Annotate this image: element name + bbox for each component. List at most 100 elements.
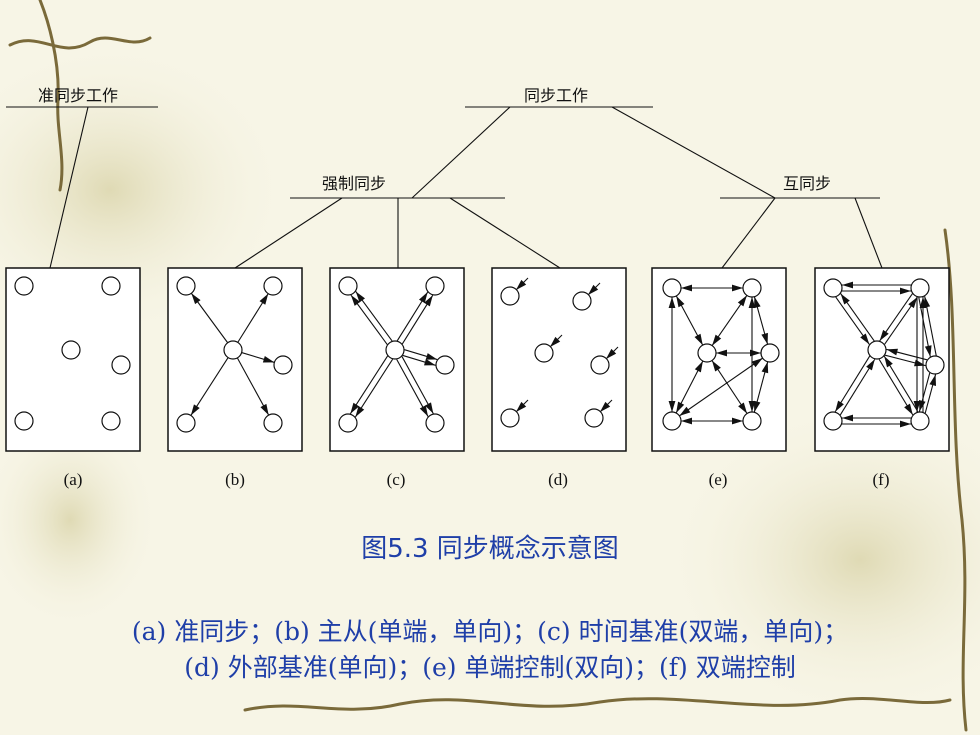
node-c-4	[338, 413, 358, 433]
edge-e-9-head	[753, 400, 761, 413]
edge-f-6-rev-head	[884, 356, 893, 368]
edge-e-7-tail	[711, 360, 721, 372]
edge-f-3-fwd-head	[908, 297, 918, 309]
edge-e-10-tail	[748, 297, 756, 308]
tree-branch-mutual-f	[854, 197, 883, 269]
edge-e-9-tail	[761, 361, 769, 374]
edge-b-0-head	[191, 293, 201, 305]
edge-e-11	[679, 357, 763, 417]
ext-ref-d-head-2	[550, 336, 561, 347]
edge-f-5-fwd-head	[835, 400, 844, 412]
node-c-3	[435, 355, 455, 375]
panel-label-b: (b)	[225, 470, 245, 489]
ext-ref-d-head-3	[606, 348, 617, 359]
node-a-1	[101, 276, 121, 296]
node-c-2	[385, 340, 405, 360]
edge-f-4-rev-head	[886, 348, 898, 356]
panel-label-d: (d)	[548, 470, 568, 489]
edge-e-6-tail	[694, 361, 703, 373]
edge-e-2-tail	[676, 295, 685, 308]
node-e-5	[742, 411, 762, 431]
node-c-1	[425, 276, 445, 296]
edge-e-11-head	[751, 358, 763, 368]
edge-f-9-fwd-head	[913, 401, 921, 412]
edge-e-8-tail	[681, 417, 692, 425]
node-c-5	[425, 413, 445, 433]
edge-f-0-rev-head	[842, 281, 853, 289]
node-b-4	[176, 413, 196, 433]
legend-line-2: (d) 外部基准(单向)；(e) 单端控制(双向)；(f) 双端控制	[184, 653, 796, 682]
edge-c-4-1-head	[350, 402, 360, 414]
edge-e-7-head	[738, 402, 748, 414]
quasi-sync-label: 准同步工作	[38, 86, 119, 105]
edge-e-2-head	[694, 333, 703, 346]
node-a-3	[111, 355, 131, 375]
node-c-0	[338, 276, 358, 296]
node-b-0	[176, 276, 196, 296]
edge-e-5-head	[750, 349, 761, 357]
edge-f-8-fwd-head	[918, 400, 926, 412]
edge-f-1-rev-head	[842, 414, 853, 422]
sync-work-label: 同步工作	[524, 86, 589, 105]
panel-label-e: (e)	[708, 470, 728, 489]
ext-ref-d-head-1	[588, 284, 599, 295]
edge-f-7-fwd-head	[924, 345, 932, 357]
node-a-5	[101, 411, 121, 431]
edge-c-4-2-head	[355, 405, 365, 418]
figure-caption: 图5.3 同步概念示意图	[361, 534, 619, 564]
edge-c-5-2-head	[425, 402, 434, 414]
edge-f-1-fwd-head	[900, 420, 911, 428]
node-d-5	[584, 408, 604, 428]
node-f-2	[867, 340, 887, 360]
edge-c-5-1-head	[419, 405, 429, 417]
edge-b-4	[190, 357, 229, 416]
edge-e-4-tail	[754, 296, 761, 309]
edge-e-1-head	[668, 401, 676, 412]
node-e-0	[662, 278, 682, 298]
edge-f-3-rev-head	[879, 329, 889, 341]
forced-sync-label: 强制同步	[322, 174, 387, 193]
edge-e-6-head	[676, 401, 685, 413]
node-b-3	[273, 355, 293, 375]
tree-branch-quasi	[49, 106, 89, 269]
edge-c-0-1-head	[355, 291, 365, 303]
edge-f-5-rev-head	[866, 359, 875, 371]
tree-branch-sync-forced	[411, 106, 511, 199]
vine-ornament-top	[8, 0, 152, 192]
tree-branch-sync-mutual	[611, 106, 776, 199]
node-b-5	[263, 413, 283, 433]
edge-f-2-rev-head	[860, 333, 870, 345]
ext-ref-d-head-5	[600, 401, 611, 412]
panel-label-a: (a)	[63, 470, 83, 489]
edge-b-1-head	[259, 293, 269, 305]
node-a-0	[14, 276, 34, 296]
edge-c-4-1	[349, 355, 389, 415]
edge-f-8-rev-head	[929, 374, 937, 386]
edge-e-1-tail	[668, 297, 676, 308]
edge-f-2-fwd-head	[840, 293, 850, 305]
node-b-1	[263, 276, 283, 296]
edge-c-1-2-head	[418, 292, 428, 304]
edge-b-4-head	[190, 404, 200, 416]
edge-e-0-head	[732, 284, 743, 292]
edge-e-3-head	[712, 334, 722, 346]
edge-e-3-tail	[737, 295, 747, 307]
edge-b-3-head	[262, 355, 275, 363]
node-f-4	[823, 411, 843, 431]
node-e-2	[697, 343, 717, 363]
ext-ref-d-head-4	[516, 401, 527, 412]
edge-c-3-2-head	[425, 353, 438, 360]
node-a-4	[14, 411, 34, 431]
edge-e-8-head	[732, 417, 743, 425]
node-f-1	[910, 278, 930, 298]
node-f-5	[910, 411, 930, 431]
node-f-3	[925, 355, 945, 375]
node-d-2	[534, 343, 554, 363]
node-d-3	[590, 355, 610, 375]
panel-label-f: (f)	[872, 470, 890, 489]
edge-f-6-fwd-head	[904, 403, 913, 415]
node-e-4	[662, 411, 682, 431]
edge-f-9-rev-head	[919, 297, 927, 308]
node-b-2	[223, 340, 243, 360]
